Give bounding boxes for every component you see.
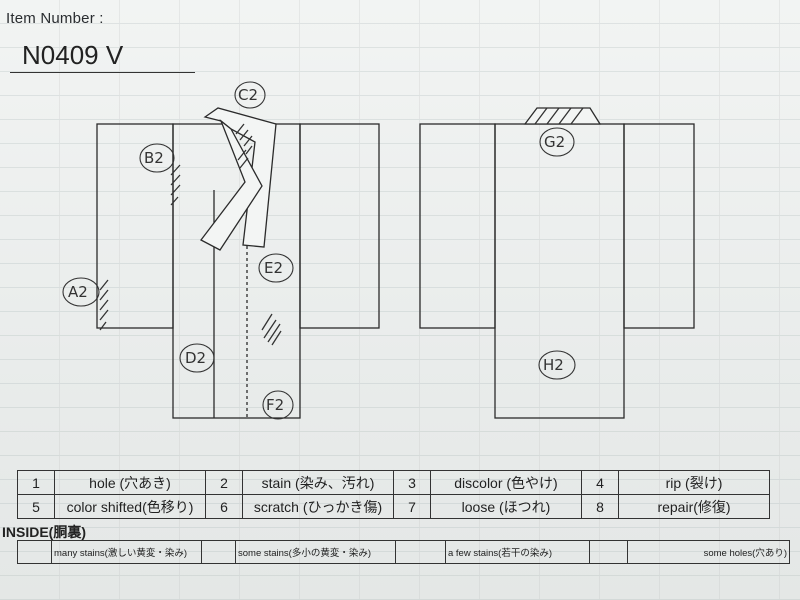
legend-label: stain (染み、汚れ) — [242, 470, 394, 495]
legend-label: hole (穴あき) — [54, 470, 206, 495]
marker-e-label: E2 — [264, 259, 283, 277]
inside-condition-table: many stains(激しい黄変・染み) some stains(多小の黄変・… — [17, 540, 790, 564]
marker-h-circle — [538, 350, 576, 380]
inside-option: a few stains(若干の染み) — [445, 540, 590, 564]
damage-hatching — [99, 107, 584, 346]
marker-d-circle — [179, 343, 215, 373]
hatch-a — [99, 279, 109, 331]
legend-number: 7 — [393, 494, 431, 519]
damage-legend-table: 1 hole (穴あき) 2 stain (染み、汚れ) 3 discolor … — [17, 470, 770, 519]
inside-checkbox — [395, 540, 446, 564]
legend-label: loose (ほつれ) — [430, 494, 582, 519]
marker-b-circle — [139, 143, 175, 173]
legend-number: 8 — [581, 494, 619, 519]
back-left-sleeve — [419, 123, 496, 329]
marker-h-label: H2 — [543, 356, 564, 374]
marker-f-label: F2 — [266, 396, 284, 414]
legend-label: scratch (ひっかき傷) — [242, 494, 394, 519]
legend-number: 1 — [17, 470, 55, 495]
hatch-g — [534, 107, 584, 125]
item-number-label: Item Number : — [6, 10, 104, 27]
hatch-b — [170, 164, 181, 206]
marker-g-label: G2 — [544, 133, 565, 151]
item-number-underline — [10, 72, 195, 73]
back-right-sleeve — [623, 123, 695, 329]
inside-option: some holes(穴あり) — [627, 540, 790, 564]
inside-checkbox — [589, 540, 628, 564]
marker-a-label: A2 — [68, 283, 88, 301]
marker-c-circle — [234, 81, 266, 109]
front-collar-left — [200, 118, 263, 251]
legend-row: 1 hole (穴あき) 2 stain (染み、汚れ) 3 discolor … — [17, 470, 770, 495]
item-number-value: N0409 V — [22, 40, 124, 70]
marker-c-label: C2 — [238, 86, 258, 104]
hatch-c — [235, 123, 253, 169]
inside-row: many stains(激しい黄変・染み) some stains(多小の黄変・… — [17, 540, 790, 564]
front-view — [96, 107, 380, 419]
legend-number: 2 — [205, 470, 243, 495]
legend-label: rip (裂け) — [618, 470, 770, 495]
marker-a-circle — [62, 277, 100, 307]
legend-label: repair(修復) — [618, 494, 770, 519]
marker-f-circle — [262, 390, 294, 420]
hatch-e — [261, 313, 282, 346]
legend-number: 3 — [393, 470, 431, 495]
marker-g-circle — [539, 127, 575, 157]
legend-label: color shifted(色移り) — [54, 494, 206, 519]
marker-b-label: B2 — [144, 149, 164, 167]
front-right-sleeve — [299, 123, 380, 329]
marker-e-circle — [258, 253, 294, 283]
legend-number: 4 — [581, 470, 619, 495]
legend-label: discolor (色やけ) — [430, 470, 582, 495]
legend-row: 5 color shifted(色移り) 6 scratch (ひっかき傷) 7… — [17, 494, 770, 519]
marker-d-label: D2 — [185, 349, 206, 367]
legend-number: 5 — [17, 494, 55, 519]
inside-checkbox — [17, 540, 52, 564]
legend-number: 6 — [205, 494, 243, 519]
damage-markers: A2 B2 C2 D2 E2 F2 G2 H2 — [62, 81, 576, 420]
inside-section-title: INSIDE(胴裏) — [2, 524, 86, 540]
inside-option: many stains(激しい黄変・染み) — [51, 540, 202, 564]
inside-checkbox — [201, 540, 236, 564]
inside-option: some stains(多小の黄変・染み) — [235, 540, 396, 564]
